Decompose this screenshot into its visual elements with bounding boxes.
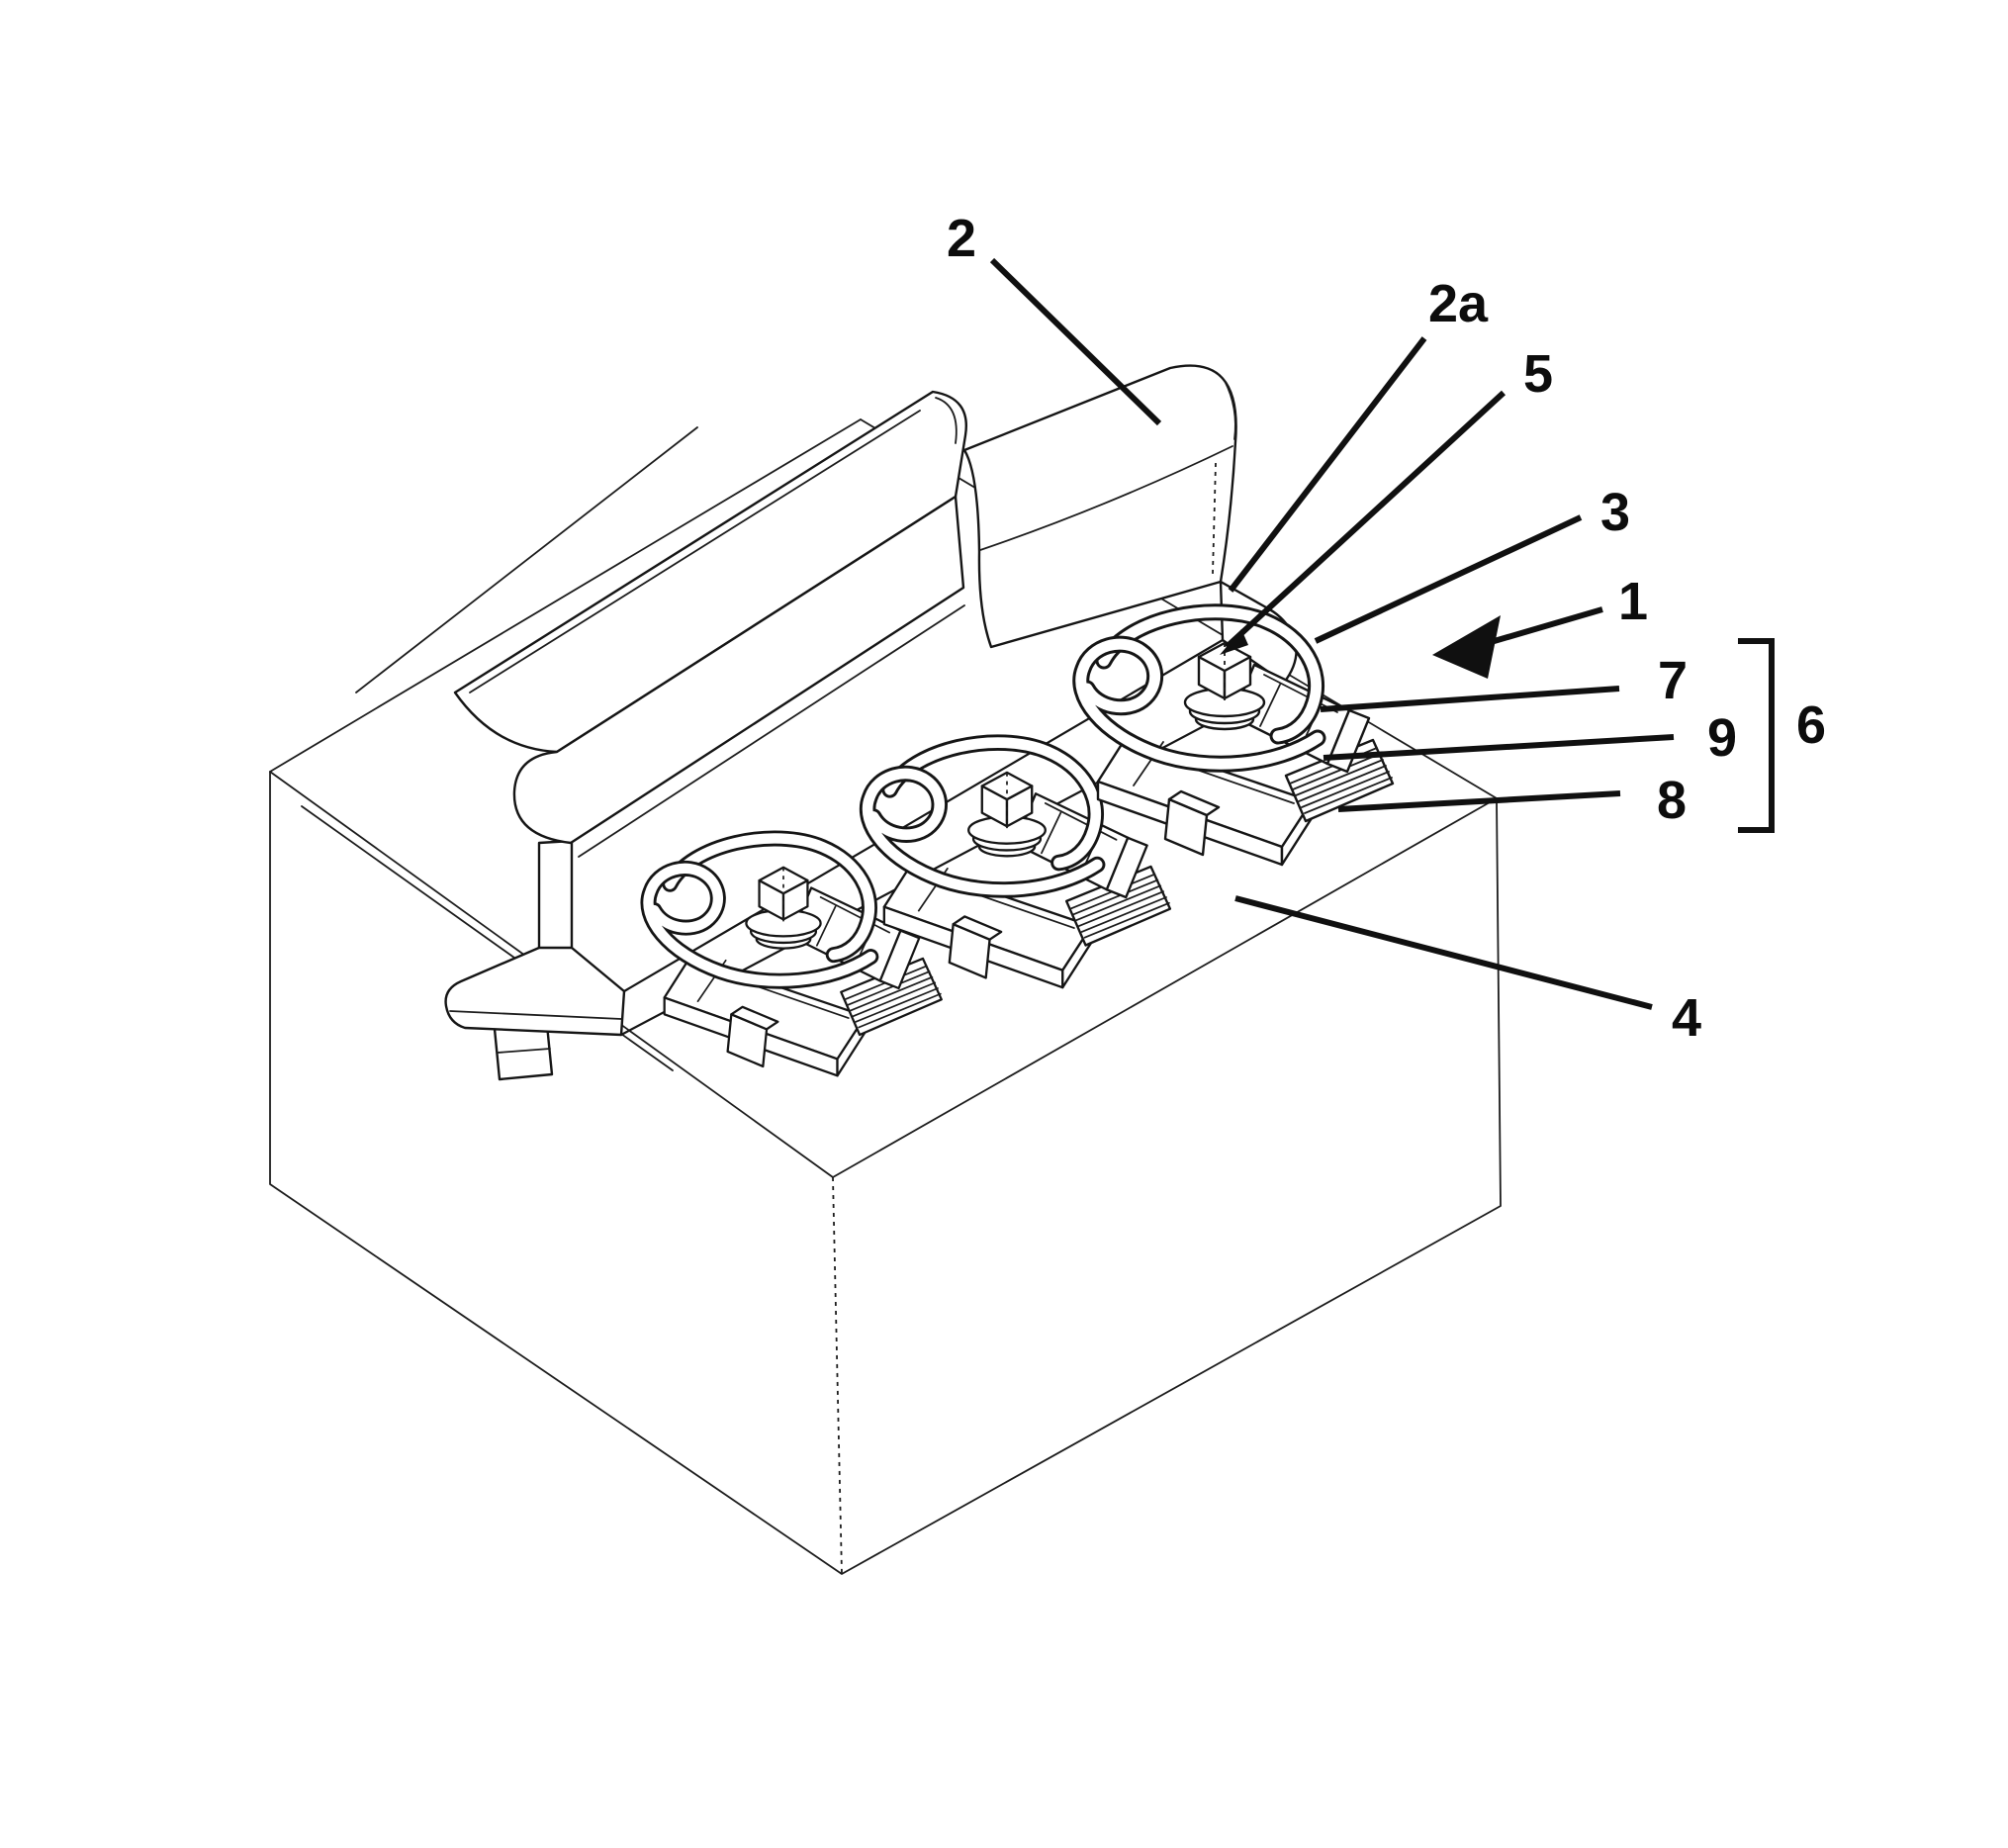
rail-hidden-cut-edge	[1212, 462, 1217, 575]
rail-head-front-face	[512, 495, 965, 845]
rail-web-line	[578, 604, 965, 858]
block-channel-line	[355, 426, 698, 693]
rail-head-cut-line	[935, 397, 958, 444]
rail-head-stub-nose-line	[1224, 380, 1236, 440]
reference-labels: 2 2a 5 3 1 7 9 6 8 4	[947, 209, 1826, 1048]
leader-8	[1337, 790, 1621, 812]
leader-1-shaft	[1480, 606, 1603, 648]
block-outline	[269, 771, 1502, 1575]
leader-7	[1320, 686, 1620, 712]
leader-1-arrowhead-icon	[1432, 615, 1501, 679]
leader-2	[989, 257, 1162, 426]
rail	[444, 364, 1298, 1081]
rail-pad-stub-line	[497, 1048, 551, 1054]
label-2a: 2a	[1428, 274, 1489, 333]
rail-web-end	[537, 839, 574, 955]
leader-4	[1234, 895, 1653, 1010]
label-5: 5	[1523, 344, 1553, 404]
leader-9	[1323, 734, 1675, 761]
rail-head-stub-edge	[979, 445, 1233, 551]
leader-lines	[989, 257, 1775, 1010]
label-8: 8	[1657, 771, 1687, 830]
rail-foot-top-edge	[622, 638, 1225, 993]
clamp-assembly-3	[1081, 612, 1393, 865]
rail-foot-end-line	[449, 1010, 622, 1020]
label-2: 2	[947, 209, 976, 268]
block-front-corner-edge	[832, 1176, 843, 1575]
label-1: 1	[1618, 572, 1648, 631]
leader-5	[1224, 390, 1506, 650]
bracket-6	[1738, 638, 1775, 833]
label-4: 4	[1672, 988, 1701, 1048]
label-6: 6	[1796, 695, 1826, 755]
leader-2a	[1228, 336, 1427, 593]
clamp-assembly-1	[648, 838, 941, 1075]
rail-foot-end	[444, 946, 626, 1037]
rail-head-top-line	[469, 410, 921, 693]
rail-head-stub	[962, 364, 1237, 649]
label-3: 3	[1600, 483, 1630, 542]
label-7: 7	[1658, 651, 1688, 710]
leader-3	[1314, 514, 1583, 644]
label-9: 9	[1707, 708, 1737, 768]
leader-5-arrowhead-icon	[1220, 629, 1248, 655]
concrete-block	[269, 418, 1502, 1575]
